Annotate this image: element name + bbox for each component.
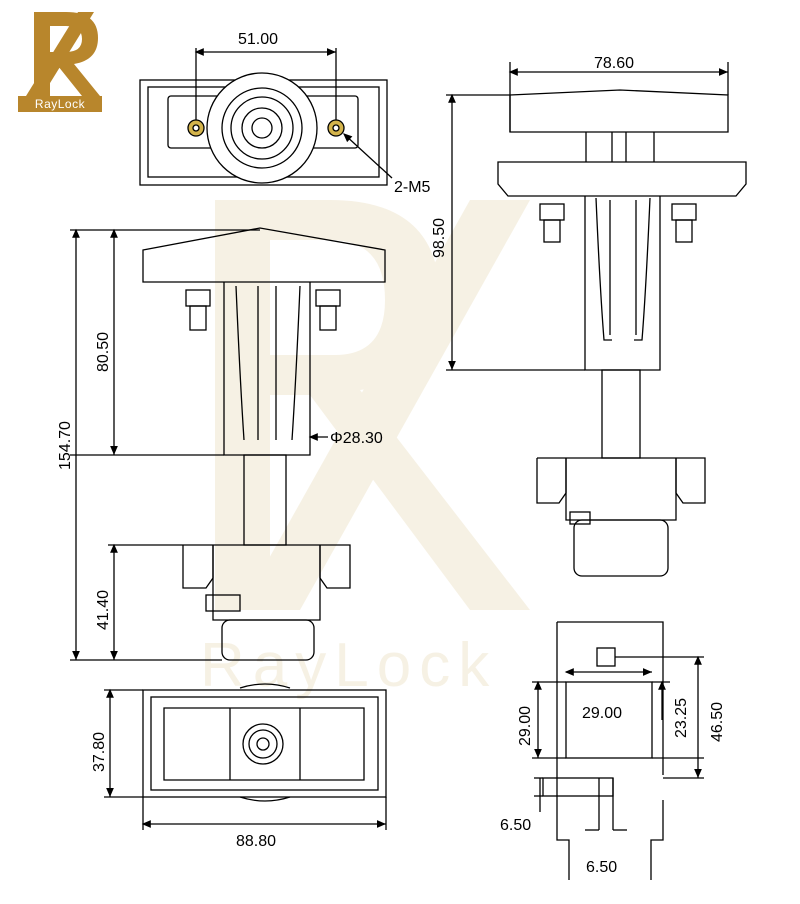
dim-right-width: 78.60 <box>594 55 634 72</box>
logo-text: RayLock <box>18 96 102 112</box>
right-view <box>446 62 747 577</box>
bottom-view <box>104 683 387 830</box>
dim-hole-spacing: 51.00 <box>238 31 278 48</box>
watermark: RayLock <box>200 200 530 700</box>
dim-slot-width: 6.50 <box>586 859 617 876</box>
cutout-view <box>532 621 704 880</box>
top-view <box>139 48 393 186</box>
dim-bottom-width: 88.80 <box>236 833 276 850</box>
dim-front-upper: 80.50 <box>95 332 112 372</box>
dim-slot-height: 6.50 <box>500 817 531 834</box>
watermark-text: RayLock <box>200 631 497 700</box>
dim-front-total: 154.70 <box>57 421 74 470</box>
dim-cutout-total: 46.50 <box>709 702 726 742</box>
dim-thread: 2-M5 <box>394 179 431 196</box>
dim-cutout-width: 29.00 <box>582 705 622 722</box>
raylock-logo <box>26 12 100 96</box>
dim-front-bottom: 41.40 <box>95 590 112 630</box>
dim-right-height: 98.50 <box>431 218 448 258</box>
dim-cutout-offset: 23.25 <box>673 698 690 738</box>
front-view <box>70 227 386 661</box>
dim-front-diameter: Φ28.30 <box>330 430 383 447</box>
dim-bottom-height: 37.80 <box>91 732 108 772</box>
dim-cutout-height: 29.00 <box>517 706 534 746</box>
